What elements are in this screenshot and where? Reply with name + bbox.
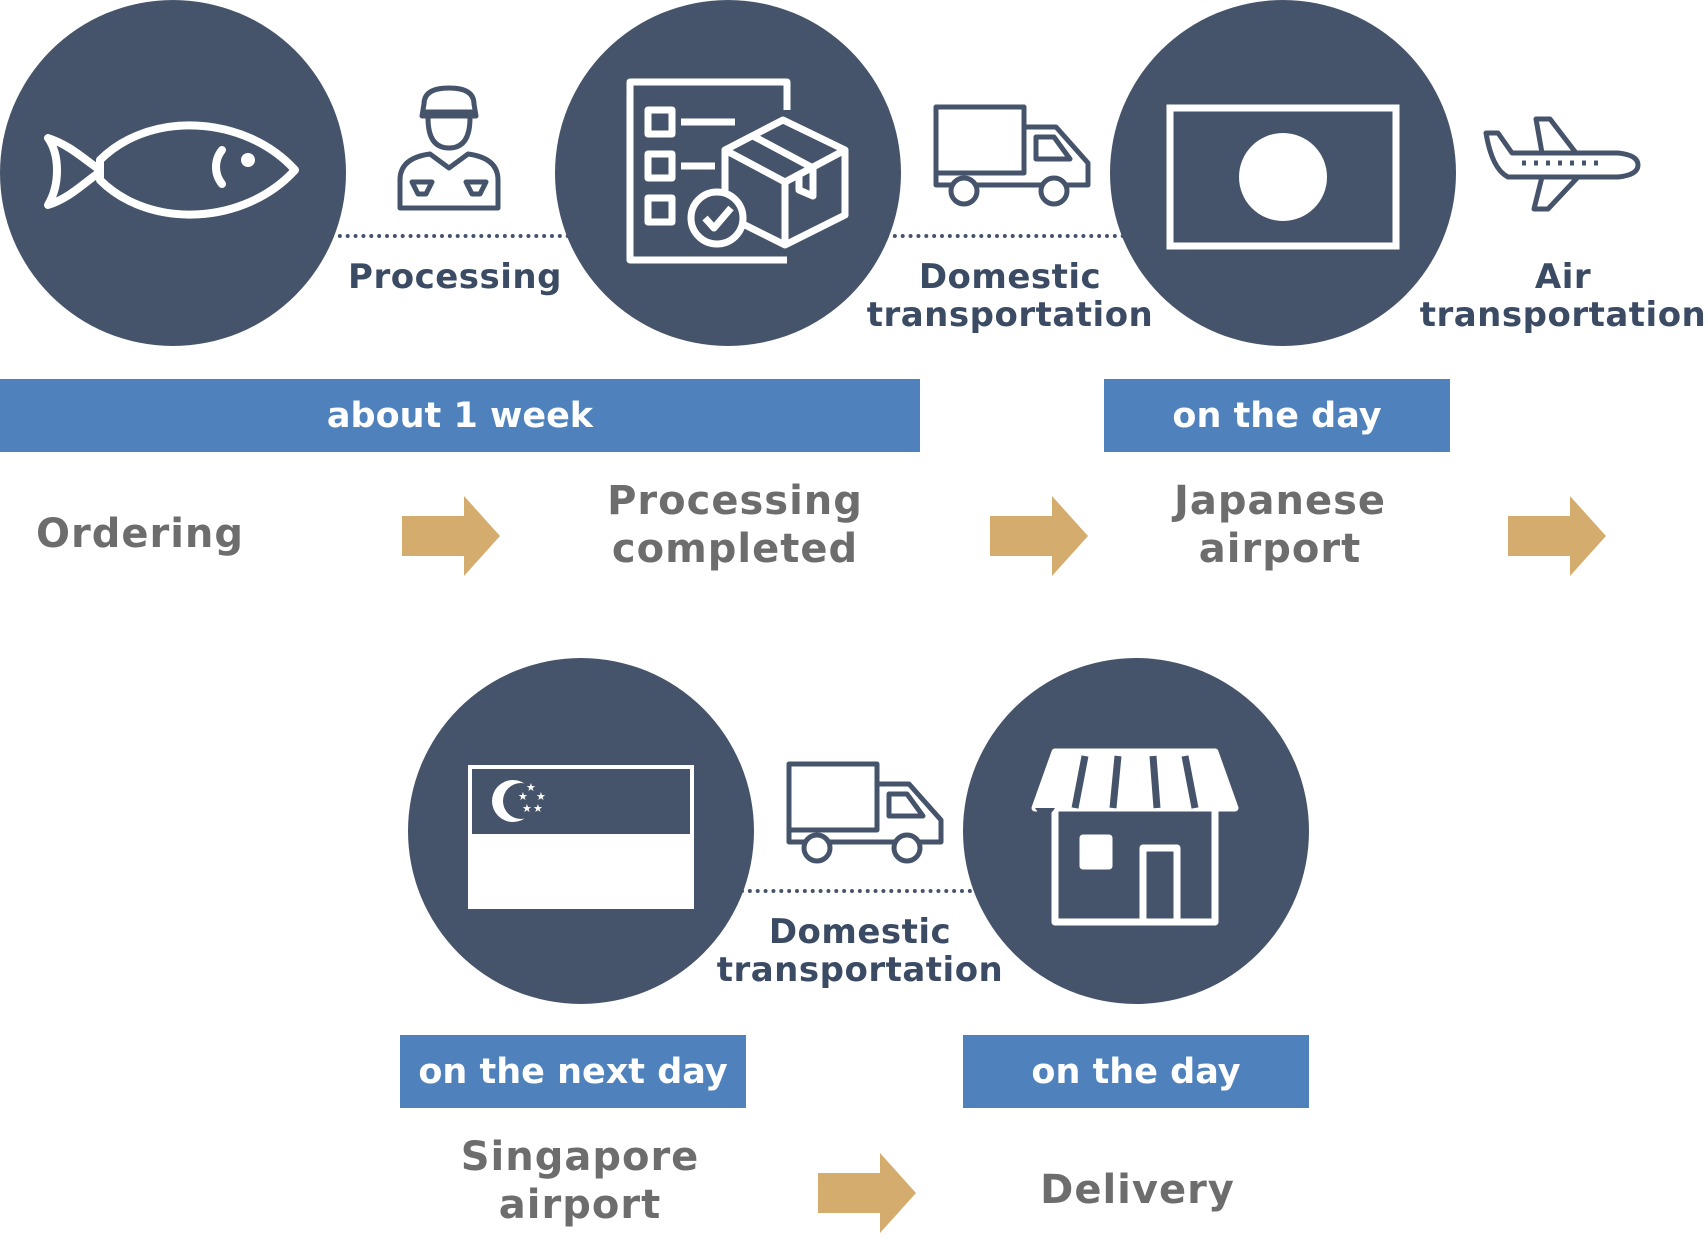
step-singapore-airport: Singapore airport bbox=[460, 1134, 700, 1228]
right-arrow-icon bbox=[818, 1153, 916, 1233]
processing-completed-circle bbox=[555, 0, 901, 346]
right-arrow-icon bbox=[402, 496, 500, 576]
step-delivery: Delivery bbox=[1040, 1167, 1235, 1213]
right-arrow-icon bbox=[990, 496, 1088, 576]
duration-bar-about-1-week: about 1 week bbox=[0, 379, 920, 452]
step-ordering: Ordering bbox=[35, 511, 245, 557]
duration-bar-on-the-next-day: on the next day bbox=[400, 1035, 746, 1108]
worker-icon bbox=[397, 85, 501, 211]
japanese-airport-circle bbox=[1110, 0, 1456, 346]
right-arrow-icon bbox=[1508, 496, 1606, 576]
truck-icon bbox=[786, 761, 944, 864]
transport-label-domestic: Domestic transportation bbox=[866, 257, 1154, 335]
svg-text:★: ★ bbox=[533, 802, 543, 815]
singapore-flag-icon: ★ ★ ★ ★ ★ bbox=[468, 765, 694, 909]
step-japanese-airport: Japanese airport bbox=[1173, 478, 1387, 572]
svg-text:★: ★ bbox=[536, 790, 546, 803]
airplane-icon bbox=[1483, 116, 1641, 212]
connector-dotted-line bbox=[885, 234, 1125, 238]
svg-text:★: ★ bbox=[526, 781, 536, 794]
truck-icon bbox=[933, 104, 1091, 207]
transport-label-air: Air transportation bbox=[1419, 257, 1707, 335]
duration-bar-on-the-day: on the day bbox=[963, 1035, 1309, 1108]
transport-label-processing: Processing bbox=[348, 257, 562, 297]
delivery-circle bbox=[963, 658, 1309, 1004]
duration-bar-on-the-day: on the day bbox=[1104, 379, 1450, 452]
fish-icon bbox=[44, 121, 299, 219]
japan-flag-icon bbox=[1166, 104, 1400, 250]
svg-text:★: ★ bbox=[522, 802, 532, 815]
transport-label-domestic: Domestic transportation bbox=[716, 912, 1004, 990]
checklist-box-icon bbox=[626, 78, 849, 264]
step-processing-completed: Processing completed bbox=[607, 478, 863, 572]
store-icon bbox=[1031, 748, 1239, 926]
ordering-circle bbox=[0, 0, 346, 346]
singapore-airport-circle: ★ ★ ★ ★ ★ bbox=[408, 658, 754, 1004]
connector-dotted-line bbox=[740, 889, 980, 893]
connector-dotted-line bbox=[330, 234, 570, 238]
svg-text:★: ★ bbox=[518, 790, 528, 803]
